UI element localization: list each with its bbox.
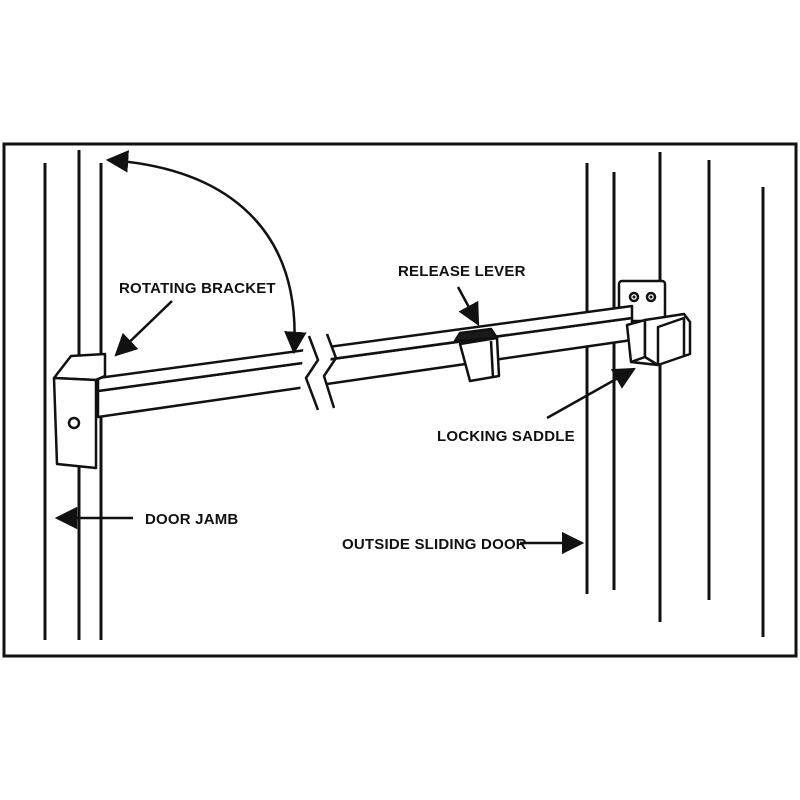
rotating-bracket	[52, 352, 107, 470]
label-locking-saddle: LOCKING SADDLE	[437, 428, 575, 445]
label-outside-sliding-door: OUTSIDE SLIDING DOOR	[342, 536, 527, 553]
label-release-lever: RELEASE LEVER	[398, 263, 526, 280]
label-door-jamb: DOOR JAMB	[145, 511, 238, 528]
break-symbol	[298, 333, 338, 422]
label-rotating-bracket: ROTATING BRACKET	[119, 280, 276, 297]
leader-arrows	[54, 286, 636, 555]
rotation-arc-arrow	[105, 150, 307, 355]
rotating-bracket-leader	[114, 300, 173, 357]
release-lever	[453, 327, 501, 383]
release-lever-leader	[456, 286, 480, 326]
locking-saddle-leader	[546, 367, 636, 420]
locking-saddle	[625, 312, 692, 367]
